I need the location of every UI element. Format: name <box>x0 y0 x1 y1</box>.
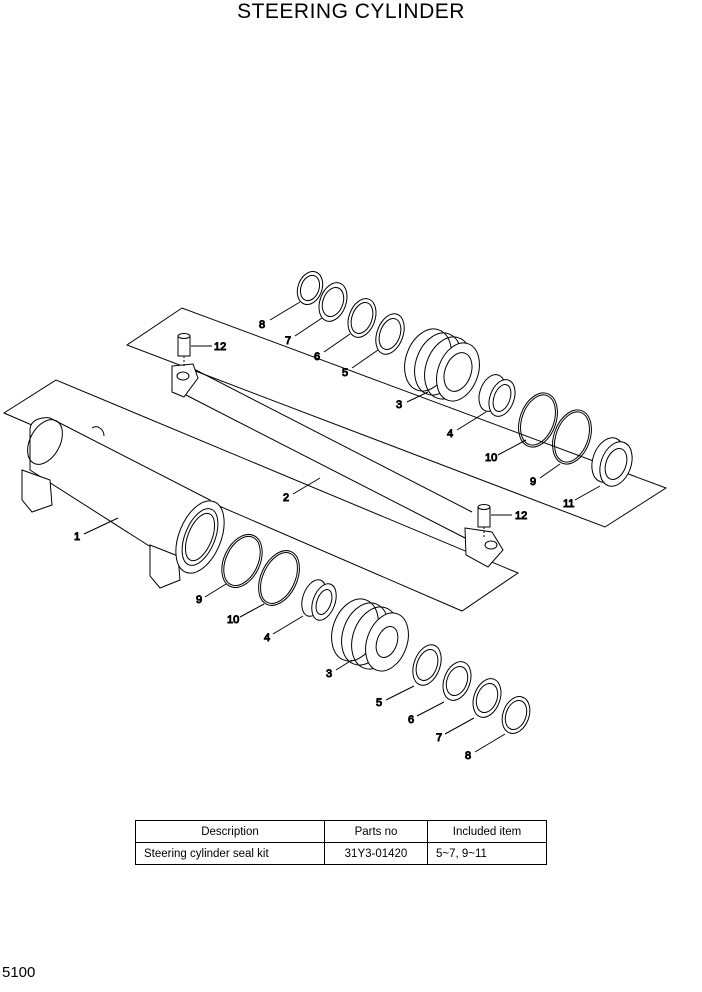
callout-2: 2 <box>283 492 289 504</box>
wiper-ring-bottom <box>472 678 502 718</box>
retaining-ring-bottom <box>501 696 531 734</box>
callout-7-bottom: 7 <box>436 732 442 744</box>
rod-assembly-envelope <box>125 307 668 528</box>
callout-3-top: 3 <box>396 399 402 411</box>
leader-lines <box>83 301 601 753</box>
o-ring-10-top <box>518 392 558 448</box>
seal-ring-top <box>347 298 377 338</box>
piston-seal-top <box>591 437 633 487</box>
pin-top <box>177 333 212 368</box>
callout-7-top: 7 <box>285 335 291 347</box>
wiper-ring-top <box>318 282 348 322</box>
callout-5-top: 5 <box>342 367 348 379</box>
cylinder-tube <box>21 417 225 589</box>
o-ring-9-bottom <box>221 534 263 588</box>
o-ring-10-bottom <box>258 550 300 606</box>
page-number: 5100 <box>2 964 36 981</box>
bushing-bottom <box>301 579 337 621</box>
callout-12-top: 12 <box>214 341 226 353</box>
callout-3-bottom: 3 <box>326 668 332 680</box>
callout-4-top: 4 <box>447 428 453 440</box>
bushing-top <box>478 374 516 417</box>
column-header-included-item: Included item <box>427 820 547 843</box>
callout-10-top: 10 <box>485 452 497 464</box>
callout-9-top: 9 <box>530 476 536 488</box>
callout-12-bottom: 12 <box>515 510 527 522</box>
page-title: STEERING CYLINDER <box>237 0 465 23</box>
table-row: Steering cylinder seal kit 31Y3-01420 5~… <box>135 842 547 865</box>
pin-bottom <box>477 504 512 537</box>
seal-kit-table: Description Parts no Included item Steer… <box>135 820 547 865</box>
callout-10-bottom: 10 <box>227 614 239 626</box>
cell-parts-no: 31Y3-01420 <box>324 842 428 865</box>
backup-ring-top <box>375 313 405 355</box>
callout-6-bottom: 6 <box>408 714 414 726</box>
cell-included-item: 5~7, 9~11 <box>427 842 547 865</box>
tube-assembly-envelope <box>2 379 520 612</box>
column-header-description: Description <box>135 820 325 843</box>
callout-4-bottom: 4 <box>264 632 270 644</box>
callout-8-top: 8 <box>259 319 265 331</box>
column-header-parts-no: Parts no <box>324 820 428 843</box>
seal-ring-bottom <box>442 661 472 701</box>
gland-bottom <box>331 598 409 672</box>
callout-9-bottom: 9 <box>196 594 202 606</box>
exploded-parts-diagram: 8 7 6 5 12 3 4 10 9 11 2 12 1 9 10 4 3 5… <box>2 271 668 763</box>
callout-6-top: 6 <box>314 351 320 363</box>
cell-description: Steering cylinder seal kit <box>135 842 325 865</box>
retaining-ring-top <box>296 271 324 305</box>
gland-top <box>404 328 480 402</box>
o-ring-9-top <box>552 409 592 465</box>
callout-5-bottom: 5 <box>376 697 382 709</box>
callout-8-bottom: 8 <box>465 750 471 762</box>
table-header-row: Description Parts no Included item <box>135 820 547 843</box>
piston-rod <box>171 363 504 568</box>
callout-11: 11 <box>563 498 574 510</box>
backup-ring-bottom <box>412 644 442 686</box>
callout-1: 1 <box>74 531 80 543</box>
